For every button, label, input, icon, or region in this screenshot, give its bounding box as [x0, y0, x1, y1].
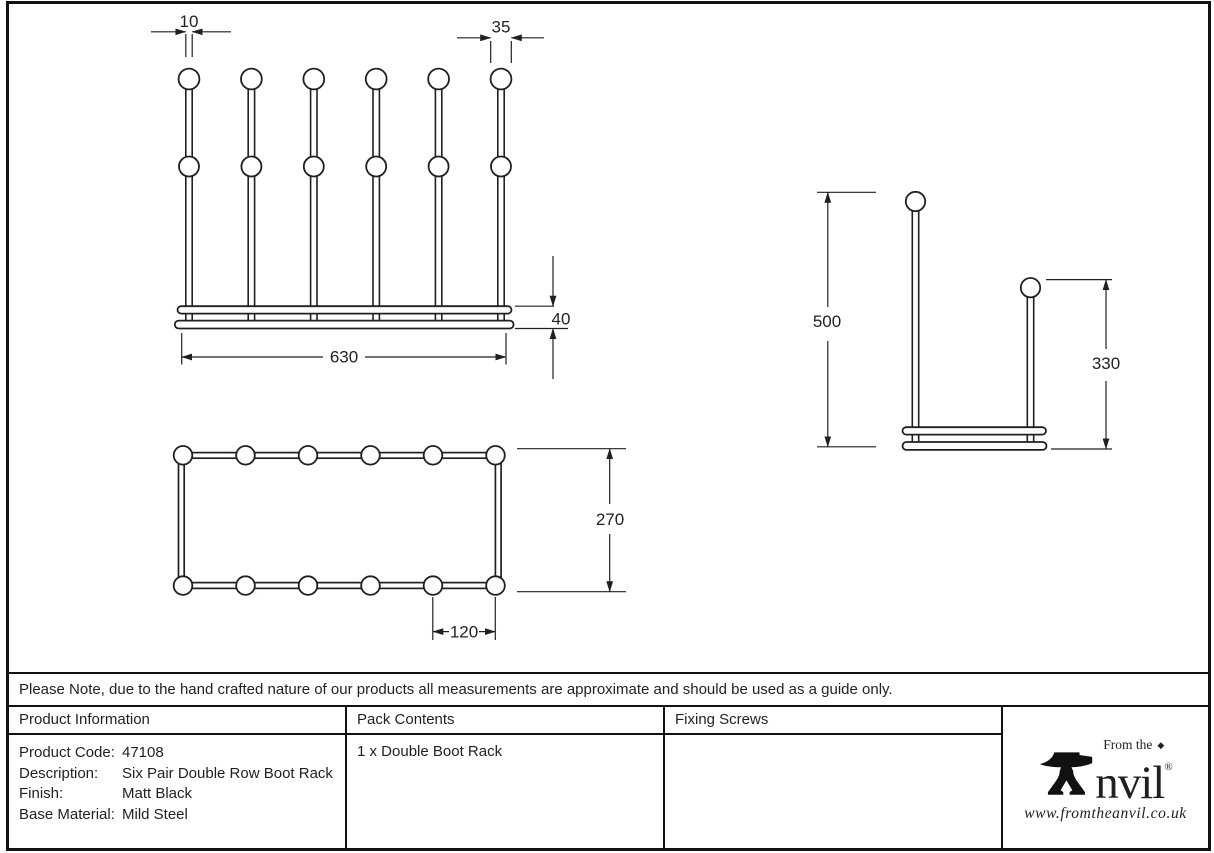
measurement-note-text: Please Note, due to the hand crafted nat…	[19, 681, 893, 698]
base-material-row: Base Material: Mild Steel	[19, 805, 345, 826]
front-view: 10 35 40	[151, 12, 570, 379]
measurement-note-row: Please Note, due to the hand crafted nat…	[9, 672, 1208, 705]
side-posts	[911, 210, 1035, 449]
boot-rack-drawing: 10 35 40	[151, 12, 1120, 642]
side-top-rail	[901, 426, 1047, 436]
base-material-value: Mild Steel	[122, 805, 188, 823]
description-row: Description: Six Pair Double Row Boot Ra…	[19, 764, 345, 785]
dim-label-rail-height: 40	[552, 310, 571, 329]
diamond-icon: ◆	[1157, 740, 1165, 750]
dim-label-front-height: 330	[1092, 354, 1120, 373]
dim-front-height: 330	[1046, 279, 1120, 450]
anvil-icon	[1040, 751, 1093, 795]
info-table: Product Information Pack Contents Fixing…	[9, 705, 1208, 848]
plan-inner-frame	[183, 457, 497, 584]
product-information-cell: Product Code: 47108 Description: Six Pai…	[9, 735, 345, 848]
registered-mark-icon: ®	[1164, 760, 1173, 773]
spec-sheet-page: 10 35 40	[6, 1, 1211, 851]
anvil-logo-text: From the ◆ nvil®	[1095, 737, 1173, 807]
dim-label-knob-width: 35	[492, 18, 511, 37]
front-top-knobs	[177, 67, 513, 91]
dim-knob-width: 35	[457, 18, 544, 63]
logo-wordmark-text: nvil	[1095, 756, 1165, 809]
description-value: Six Pair Double Row Boot Rack	[122, 764, 333, 782]
brand-logo-cell: From the ◆ nvil® www.fromtheanvil.co.uk	[1001, 707, 1208, 848]
product-code-label: Product Code:	[19, 744, 115, 761]
front-posts	[185, 87, 506, 329]
finish-value: Matt Black	[122, 785, 193, 802]
info-table-header-row: Product Information Pack Contents Fixing…	[9, 707, 1001, 735]
header-fixing-screws: Fixing Screws	[663, 707, 1001, 733]
front-bottom-rail	[173, 319, 515, 330]
side-bottom-rail	[901, 441, 1048, 451]
dim-label-depth: 270	[596, 510, 624, 529]
logo-prefix-text: From the	[1103, 736, 1153, 752]
technical-drawing: 10 35 40	[9, 4, 1208, 672]
logo-website: www.fromtheanvil.co.uk	[1024, 804, 1187, 822]
pack-contents-value: 1 x Double Boot Rack	[357, 743, 503, 760]
dim-post-spacing: 120	[432, 597, 496, 642]
info-table-body-row: Product Code: 47108 Description: Six Pai…	[9, 735, 1001, 848]
pack-contents-cell: 1 x Double Boot Rack	[345, 735, 663, 848]
info-table-columns: Product Information Pack Contents Fixing…	[9, 707, 1001, 848]
description-label: Description:	[19, 764, 99, 782]
dim-post-width: 10	[151, 12, 231, 57]
dim-back-height: 500	[813, 191, 876, 448]
logo-wordmark: nvil®	[1095, 745, 1173, 806]
dim-depth: 270	[517, 448, 626, 593]
anvil-logo: From the ◆ nvil®	[1038, 737, 1173, 807]
plan-outer-frame	[177, 451, 502, 590]
finish-label: Finish:	[19, 785, 64, 802]
product-code-value: 47108	[122, 744, 164, 761]
plan-knobs-front-row	[172, 575, 506, 596]
front-middle-knobs	[178, 155, 512, 178]
side-view: 500 330	[813, 190, 1120, 451]
fixing-screws-cell	[663, 735, 1001, 848]
base-material-label: Base Material:	[19, 805, 115, 823]
plan-knobs-back-row	[172, 445, 506, 466]
dim-label-post-width: 10	[180, 12, 199, 31]
finish-row: Finish: Matt Black	[19, 784, 345, 805]
front-top-rail	[176, 305, 513, 315]
header-pack-contents: Pack Contents	[345, 707, 663, 733]
dim-label-back-height: 500	[813, 312, 841, 331]
dim-label-post-spacing: 120	[450, 623, 478, 642]
header-product-information: Product Information	[19, 711, 150, 728]
logo-from-the: From the ◆	[1095, 737, 1172, 753]
side-front-knob	[1019, 277, 1042, 299]
plan-view: 270 120	[172, 445, 626, 642]
dim-label-overall-width: 630	[330, 348, 358, 367]
side-back-knob	[904, 190, 927, 213]
product-code-row: Product Code: 47108	[19, 743, 345, 764]
dim-rail-height: 40	[515, 256, 570, 379]
dim-overall-width: 630	[181, 333, 507, 367]
